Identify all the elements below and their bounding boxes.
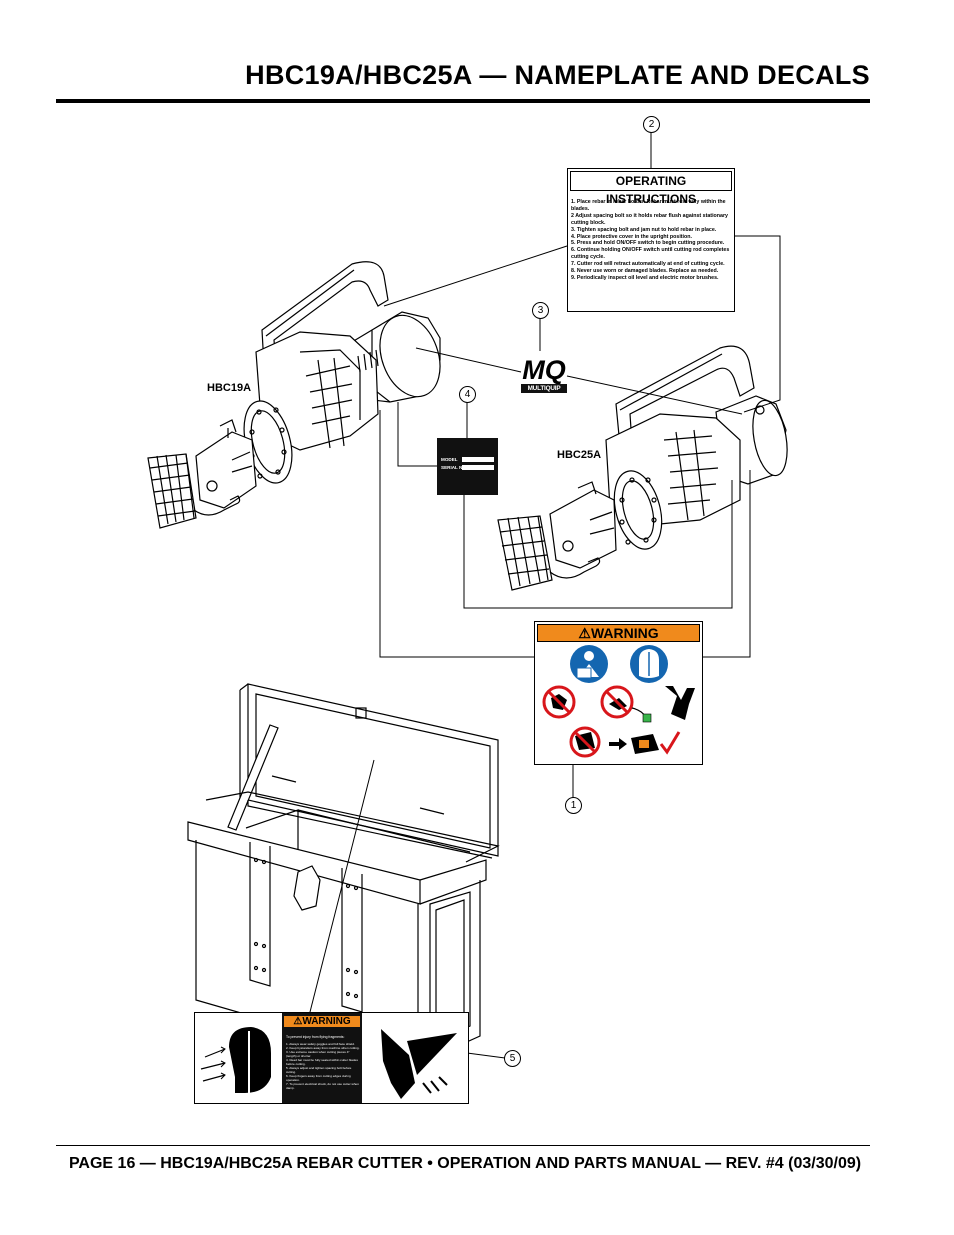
toolbox-warning-item: 3. Use extreme caution when cutting piec…	[286, 1050, 350, 1058]
hbc25a-cutter-drawing	[497, 345, 788, 591]
toolbox-warning-item: 6. Keep fingers away from cutting edges …	[286, 1074, 351, 1082]
cutting-hand-icon	[665, 686, 695, 720]
instruction-step: 3. Tighten spacing bolt and jam nut to h…	[571, 226, 717, 233]
correct-rebar-icon	[631, 734, 659, 754]
warning-triangle-icon: ⚠	[293, 1016, 303, 1027]
toolbox-warning-intro: To prevent injury from flying fragments:	[286, 1035, 345, 1039]
hbc19a-label: HBC19A	[207, 382, 252, 394]
callout-5: 5	[504, 1050, 521, 1067]
toolbox-warning-item: 5. Always adjust and tighten spacing bol…	[286, 1066, 352, 1074]
no-hands-icon	[542, 685, 576, 719]
arrow-right-icon	[609, 738, 627, 750]
instruction-step: 5. Press and hold ON/OFF switch to begin…	[571, 240, 725, 247]
toolbox-warning-item: 4. Read bar must be fully seated within …	[286, 1058, 358, 1066]
operating-instructions-list: 1. Place rebar in rebar holder. Rebar mu…	[568, 199, 734, 282]
checkmark-icon	[659, 731, 681, 755]
instruction-step: 7. Cutter rod will retract automatically…	[571, 261, 725, 268]
nameplate-serial-label: SERIAL NO.	[441, 465, 468, 470]
multiquip-logo: MQ MULTIQUIP	[521, 351, 567, 393]
warning-decal: ⚠WARNING	[534, 621, 703, 765]
toolbox-warning-text-panel: ⚠WARNING To prevent injury from flying f…	[282, 1013, 362, 1103]
tool-box-drawing	[187, 683, 500, 1065]
instruction-step: 4. Place protective cover in the upright…	[571, 233, 692, 240]
warning-header: ⚠WARNING	[537, 624, 700, 642]
callout-1: 1	[565, 797, 582, 814]
no-short-rebar-icon	[569, 726, 601, 758]
footer-rule	[56, 1145, 870, 1146]
nameplate: MODEL SERIAL NO.	[437, 438, 498, 495]
face-shield-icon	[630, 645, 668, 683]
warning-header-text: WARNING	[590, 625, 659, 641]
warning-triangle-icon: ⚠	[578, 625, 591, 641]
multiquip-name: MULTIQUIP	[521, 384, 567, 393]
no-wet-plug-icon	[600, 685, 652, 723]
instruction-step: 8. Never use worn or damaged blades. Rep…	[571, 268, 719, 275]
callout-4: 4	[459, 386, 476, 403]
nameplate-model-label: MODEL	[441, 457, 458, 462]
instruction-step: 2 Adjust spacing bolt so it holds rebar …	[571, 212, 728, 226]
hbc25a-label: HBC25A	[557, 449, 602, 461]
mq-logo-text: MQ	[522, 355, 566, 385]
page-title: HBC19A/HBC25A — NAMEPLATE AND DECALS	[245, 60, 870, 90]
toolbox-warning-decal: ⚠WARNING To prevent injury from flying f…	[194, 1012, 469, 1104]
warning-pictograms	[542, 645, 695, 758]
leader-lines	[309, 131, 781, 1059]
toolbox-warning-item: 1. Always wear safety goggles and full f…	[286, 1042, 355, 1046]
page-footer: PAGE 16 — HBC19A/HBC25A REBAR CUTTER • O…	[68, 1155, 862, 1172]
instruction-step: 1. Place rebar in rebar holder. Rebar mu…	[571, 199, 726, 212]
toolbox-warning-list: 1. Always wear safety goggles and full f…	[286, 1042, 360, 1090]
toolbox-warning-pictograms	[200, 1027, 457, 1099]
hbc19a-cutter-drawing	[147, 261, 441, 529]
nameplate-model-field	[462, 457, 494, 462]
callout-3: 3	[532, 302, 549, 319]
callout-2: 2	[643, 116, 660, 133]
nameplate-serial-field	[462, 465, 494, 470]
instruction-step: 9. Periodically inspect oil level and el…	[571, 274, 719, 281]
operating-instructions-title: OPERATING INSTRUCTIONS	[570, 171, 732, 206]
instruction-step: 6. Continue holding ON/OFF switch until …	[571, 247, 730, 261]
mq-logo-mark: MQ	[522, 355, 566, 385]
toolbox-warning-item: 2. Keep bystanders away from machine whe…	[286, 1046, 360, 1050]
cut-hand-icon	[381, 1029, 457, 1099]
header-rule	[56, 99, 870, 103]
read-manual-icon	[570, 645, 608, 683]
operating-instructions-decal: OPERATING INSTRUCTIONS 1. Place rebar in…	[567, 168, 735, 312]
goggles-face-icon	[200, 1027, 271, 1093]
toolbox-warning-header-text: WARNING	[302, 1016, 351, 1027]
toolbox-warning-header: ⚠WARNING	[284, 1016, 360, 1027]
toolbox-warning-item: 7. To prevent electrical shock, do not u…	[286, 1082, 359, 1090]
